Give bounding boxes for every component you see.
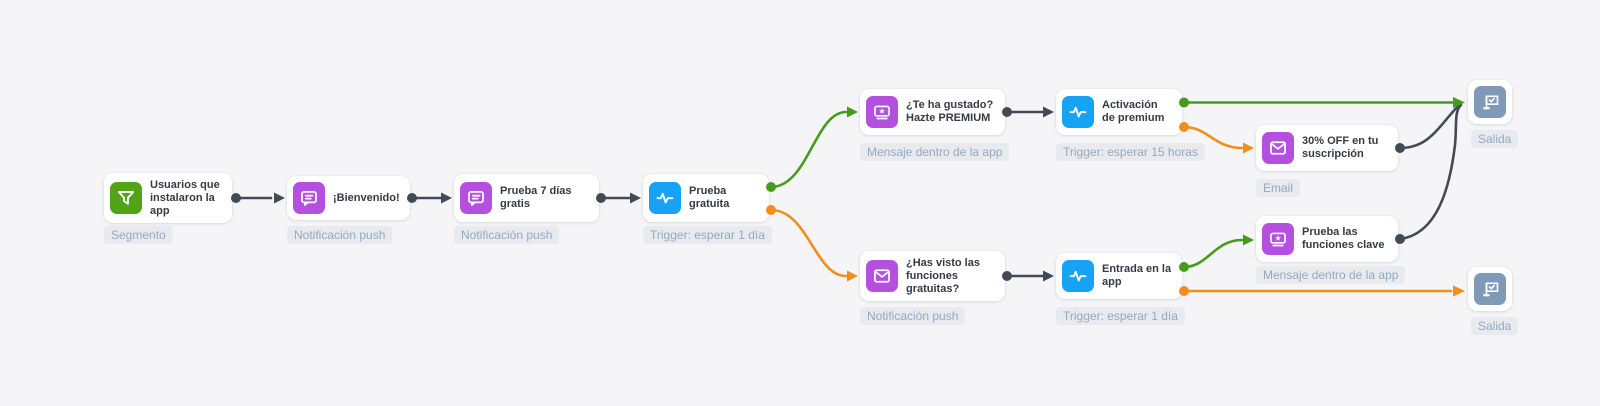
filter-icon	[110, 182, 142, 214]
node-title: Entrada en la app	[1102, 263, 1172, 288]
type-label-premium-activation: Trigger: esperar 15 horas	[1056, 143, 1205, 161]
type-label-trial-push: Notificación push	[454, 226, 560, 244]
arrowhead	[1243, 142, 1254, 154]
type-label-exit-top: Salida	[1471, 130, 1519, 148]
node-title: ¿Has visto las funciones gratuitas?	[906, 256, 980, 295]
node-segment[interactable]: Usuarios que instalaron la app	[104, 173, 232, 223]
arrowhead	[1243, 234, 1254, 246]
node-free-trial-trigger[interactable]: Prueba gratuita	[643, 174, 769, 222]
node-title: ¿Te ha gustado? Hazte PREMIUM	[906, 99, 994, 124]
ticket-icon	[866, 96, 898, 128]
node-title: Prueba las funciones clave	[1302, 226, 1385, 251]
arrowhead	[1043, 270, 1054, 282]
type-label-segment: Segmento	[104, 226, 173, 244]
node-trial-push[interactable]: Prueba 7 días gratis	[454, 174, 599, 222]
type-label-app-entry-trigger: Trigger: esperar 1 día	[1056, 307, 1185, 325]
output-port-activation-yes[interactable]	[1179, 97, 1189, 108]
output-port-trigger-no[interactable]	[766, 205, 776, 215]
connector-email-to-exit	[1398, 104, 1460, 150]
envelope-icon	[866, 260, 898, 292]
output-port-free-features-push[interactable]	[1002, 271, 1012, 281]
arrowhead	[1043, 106, 1054, 118]
node-premium-activation[interactable]: Activación de premium	[1056, 89, 1182, 135]
output-port-welcome-push[interactable]	[407, 193, 417, 203]
chat-bubble-icon	[460, 182, 492, 214]
envelope-icon	[1262, 132, 1294, 164]
output-port-trigger-yes[interactable]	[766, 182, 776, 192]
node-title: Usuarios que instalaron la app	[150, 178, 220, 217]
flag-icon	[1474, 273, 1506, 305]
connector-message-to-exit	[1398, 103, 1463, 241]
arrowhead	[1453, 97, 1465, 108]
type-label-premium-offer: Mensaje dentro de la app	[860, 143, 1010, 161]
node-exit-top[interactable]	[1468, 80, 1512, 124]
connector-entry-yes-to-message	[1182, 238, 1244, 269]
arrowhead	[1453, 285, 1465, 297]
connector-trigger-yes-to-offer	[769, 110, 848, 189]
arrowhead	[630, 192, 641, 204]
arrowhead	[847, 270, 858, 282]
node-title: Prueba gratuita	[689, 185, 730, 210]
type-label-key-features-message: Mensaje dentro de la app	[1256, 266, 1406, 284]
pulse-icon	[649, 182, 681, 214]
node-free-features-push[interactable]: ¿Has visto las funciones gratuitas?	[860, 251, 1005, 301]
output-port-activation-no[interactable]	[1179, 122, 1189, 132]
node-discount-email[interactable]: 30% OFF en tu suscripción	[1256, 125, 1398, 171]
node-title: Prueba 7 días gratis	[500, 185, 572, 210]
ticket-icon	[1262, 223, 1294, 255]
output-port-premium-offer[interactable]	[1002, 107, 1012, 117]
type-label-discount-email: Email	[1256, 179, 1301, 197]
type-label-free-trial-trigger: Trigger: esperar 1 día	[643, 226, 772, 244]
node-premium-offer[interactable]: ¿Te ha gustado? Hazte PREMIUM	[860, 89, 1005, 135]
chat-bubble-icon	[293, 182, 325, 214]
arrowhead	[847, 106, 858, 118]
arrowhead	[441, 192, 452, 204]
output-port-discount-email[interactable]	[1395, 143, 1405, 153]
output-port-entry-no[interactable]	[1179, 286, 1189, 296]
pulse-icon	[1062, 260, 1094, 292]
output-port-key-features-message[interactable]	[1395, 234, 1405, 244]
type-label-exit-bottom: Salida	[1471, 317, 1519, 335]
type-label-welcome-push: Notificación push	[287, 226, 393, 244]
connector-trigger-no-to-push	[769, 208, 848, 278]
node-title: Activación de premium	[1102, 99, 1165, 124]
node-title: ¡Bienvenido!	[333, 191, 400, 204]
flag-icon	[1474, 86, 1506, 118]
node-title: 30% OFF en tu suscripción	[1302, 135, 1379, 160]
node-exit-bottom[interactable]	[1468, 267, 1512, 311]
node-welcome-push[interactable]: ¡Bienvenido!	[287, 176, 410, 220]
output-port-trial-push[interactable]	[596, 193, 606, 203]
node-key-features-message[interactable]: Prueba las funciones clave	[1256, 216, 1398, 262]
pulse-icon	[1062, 96, 1094, 128]
node-app-entry-trigger[interactable]: Entrada en la app	[1056, 253, 1182, 299]
type-label-free-features-push: Notificación push	[860, 307, 966, 325]
output-port-entry-yes[interactable]	[1179, 262, 1189, 272]
arrowhead	[274, 192, 285, 204]
output-port-segment[interactable]	[231, 193, 241, 203]
